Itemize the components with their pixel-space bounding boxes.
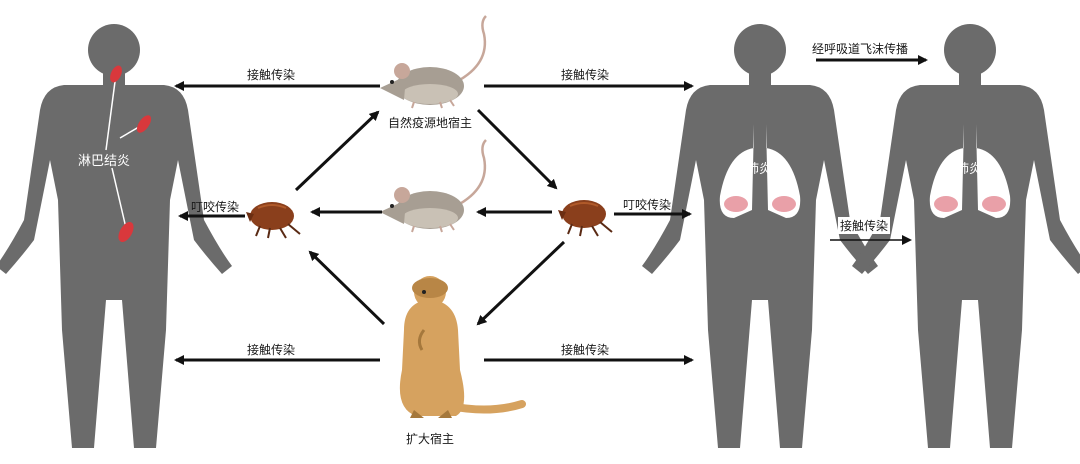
label-pneumonia-1: 肺炎	[746, 162, 773, 177]
label-contact-bottom-right: 接触传染	[561, 343, 610, 357]
flea-icon	[557, 199, 613, 237]
label-bite-right: 叮咬传染	[623, 198, 672, 212]
arrow-flea-to-natural-host	[294, 110, 380, 192]
human-left-icon	[0, 24, 232, 448]
label-contact-top-left: 接触传染	[247, 68, 296, 82]
label-contact-bottom-left: 接触传染	[247, 343, 296, 357]
arrow-natural-host-to-flea	[476, 108, 558, 190]
label-contact-top-right: 接触传染	[561, 68, 610, 82]
label-airborne: 经呼吸道飞沫传播	[810, 40, 911, 57]
label-natural-host: 自然疫源地宿主	[388, 116, 473, 130]
arrows	[174, 55, 928, 365]
flea-icon	[245, 201, 301, 239]
label-contact-between-humans: 接触传染	[838, 217, 891, 234]
label-pneumonia-2: 肺炎	[956, 162, 983, 177]
arrow-flea-to-amplifying-host	[476, 240, 566, 326]
marmot-icon	[400, 276, 522, 418]
label-amplifying-host: 扩大宿主	[406, 432, 455, 446]
arrow-amplifying-host-to-flea	[308, 250, 386, 326]
rat-icon	[378, 138, 488, 234]
rat-icon	[378, 14, 488, 110]
human-right-icon	[852, 24, 1080, 448]
lymph-node-markers	[105, 65, 152, 242]
human-middle-icon	[642, 24, 878, 448]
label-bite-left: 叮咬传染	[191, 200, 240, 214]
label-lymphadenitis: 淋巴结炎	[78, 154, 131, 169]
